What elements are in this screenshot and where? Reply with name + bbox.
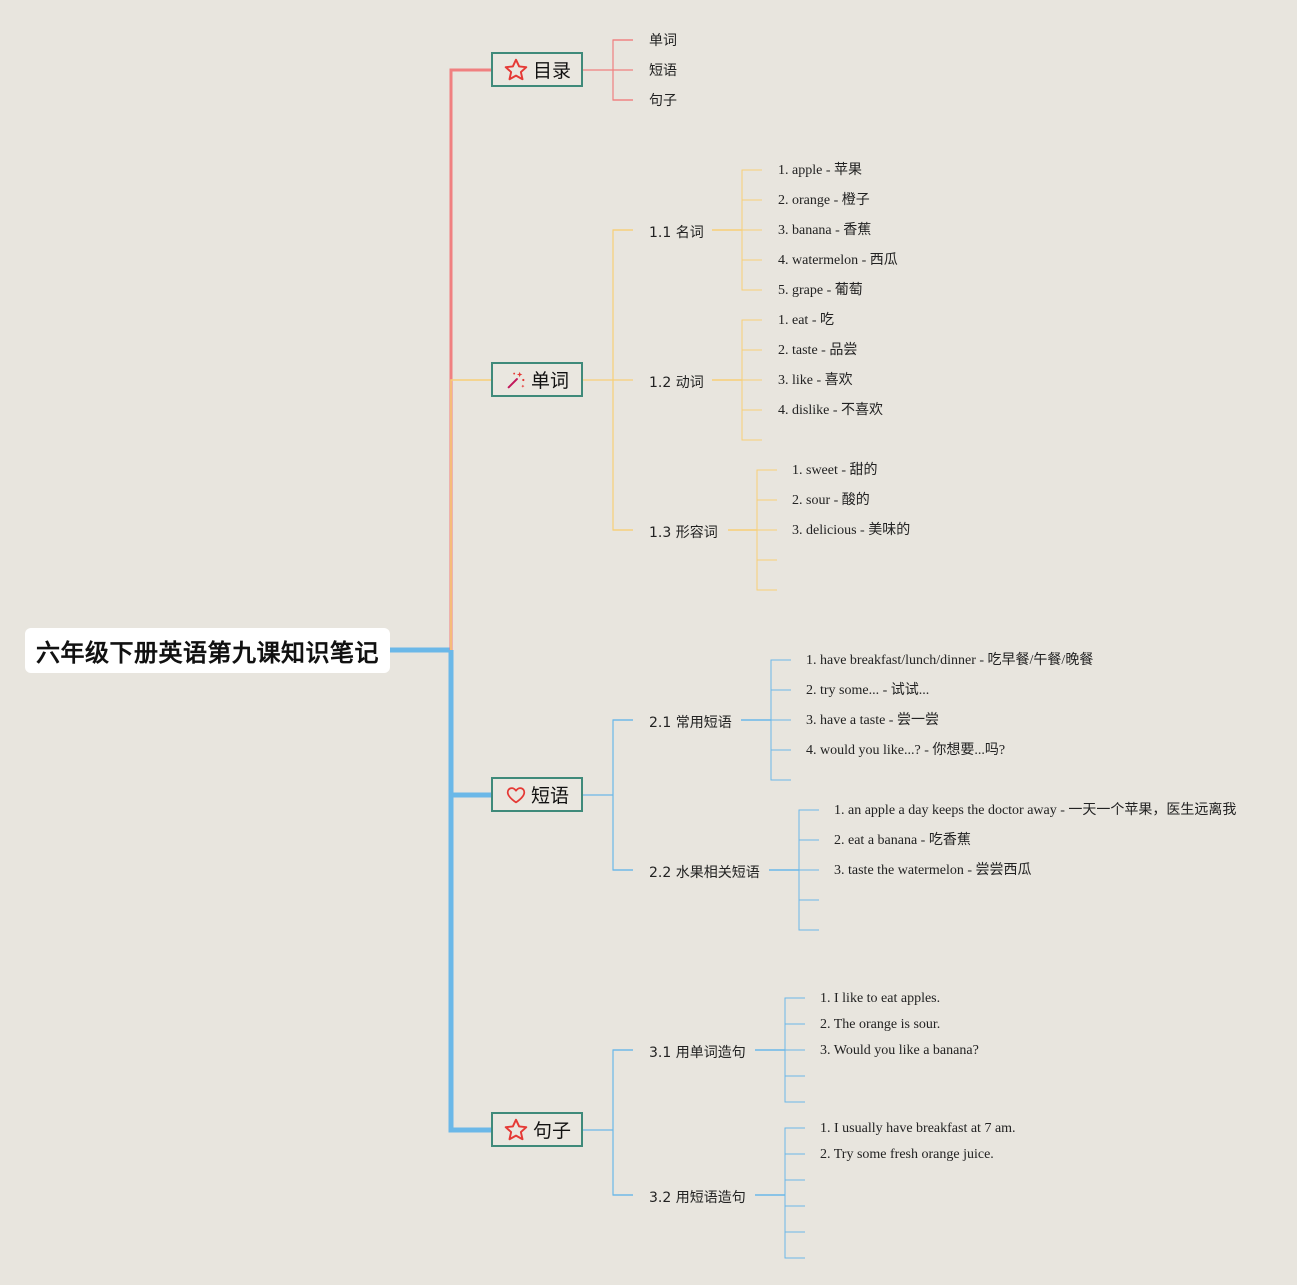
subtopic-common-phrases[interactable]: 2.1 常用短语 <box>649 715 732 731</box>
branch-words-label: 单词 <box>530 370 569 392</box>
leaf-phrase[interactable]: 3. have a taste - 尝一尝 <box>806 713 939 728</box>
subtopic-verbs[interactable]: 1.2 动词 <box>649 375 704 391</box>
leaf-sentence[interactable]: 1. I usually have breakfast at 7 am. <box>820 1121 1016 1136</box>
leaf-verb[interactable]: 3. like - 喜欢 <box>778 373 853 388</box>
branch-toc[interactable]: 目录 <box>491 52 583 87</box>
leaf-phrase[interactable]: 2. try some... - 试试... <box>806 683 930 698</box>
leaf-sentence[interactable]: 3. Would you like a banana? <box>820 1043 979 1058</box>
branch-phrases-label: 短语 <box>530 785 569 807</box>
leaf-noun[interactable]: 1. apple - 苹果 <box>778 163 862 178</box>
connector-line <box>448 650 491 1133</box>
toc-item-sentences[interactable]: 句子 <box>649 93 677 109</box>
star-icon <box>503 1117 529 1143</box>
leaf-noun[interactable]: 4. watermelon - 西瓜 <box>778 253 898 268</box>
connector-line <box>784 1127 805 1259</box>
leaf-phrase[interactable]: 4. would you like...? - 你想要...吗? <box>806 743 1006 758</box>
leaf-sentence[interactable]: 2. Try some fresh orange juice. <box>820 1147 994 1162</box>
leaf-phrase[interactable]: 2. eat a banana - 吃香蕉 <box>834 833 971 848</box>
leaf-phrase[interactable]: 3. taste the watermelon - 尝尝西瓜 <box>834 863 1032 878</box>
root-topic[interactable]: 六年级下册英语第九课知识笔记 <box>25 628 390 673</box>
branch-words[interactable]: 单词 <box>491 362 583 397</box>
toc-item-words[interactable]: 单词 <box>649 33 677 49</box>
leaf-phrase[interactable]: 1. an apple a day keeps the doctor away … <box>834 803 1237 818</box>
connector-line <box>612 1049 633 1196</box>
subtopic-nouns[interactable]: 1.1 名词 <box>649 225 704 241</box>
leaf-noun[interactable]: 3. banana - 香蕉 <box>778 223 872 238</box>
toc-item-phrases[interactable]: 短语 <box>649 63 677 79</box>
magic-wand-icon <box>505 369 527 391</box>
branch-phrases[interactable]: 短语 <box>491 777 583 812</box>
leaf-sentence[interactable]: 1. I like to eat apples. <box>820 991 941 1006</box>
leaf-adjective[interactable]: 2. sour - 酸的 <box>792 493 870 508</box>
leaf-verb[interactable]: 4. dislike - 不喜欢 <box>778 403 883 418</box>
branch-sentences[interactable]: 句子 <box>491 1112 583 1147</box>
leaf-noun[interactable]: 5. grape - 葡萄 <box>778 283 863 298</box>
connector-line <box>612 719 633 871</box>
leaf-phrase[interactable]: 1. have breakfast/lunch/dinner - 吃早餐/午餐/… <box>806 653 1094 668</box>
subtopic-word-sentences[interactable]: 3.1 用单词造句 <box>649 1045 746 1061</box>
connector-line <box>449 68 491 650</box>
branch-toc-label: 目录 <box>532 60 571 82</box>
connector-line <box>448 650 491 798</box>
leaf-adjective[interactable]: 3. delicious - 美味的 <box>792 523 911 538</box>
star-icon <box>503 57 529 83</box>
branch-sentences-label: 句子 <box>532 1120 571 1142</box>
leaf-noun[interactable]: 2. orange - 橙子 <box>778 193 870 208</box>
leaf-verb[interactable]: 2. taste - 品尝 <box>778 343 858 358</box>
subtopic-fruit-phrases[interactable]: 2.2 水果相关短语 <box>649 865 760 881</box>
leaf-verb[interactable]: 1. eat - 吃 <box>778 313 834 328</box>
leaf-adjective[interactable]: 1. sweet - 甜的 <box>792 463 878 478</box>
leaf-sentence[interactable]: 2. The orange is sour. <box>820 1017 941 1032</box>
connector-line <box>450 379 491 650</box>
subtopic-phrase-sentences[interactable]: 3.2 用短语造句 <box>649 1190 746 1206</box>
heart-icon <box>505 784 527 806</box>
subtopic-adjectives[interactable]: 1.3 形容词 <box>649 525 718 541</box>
